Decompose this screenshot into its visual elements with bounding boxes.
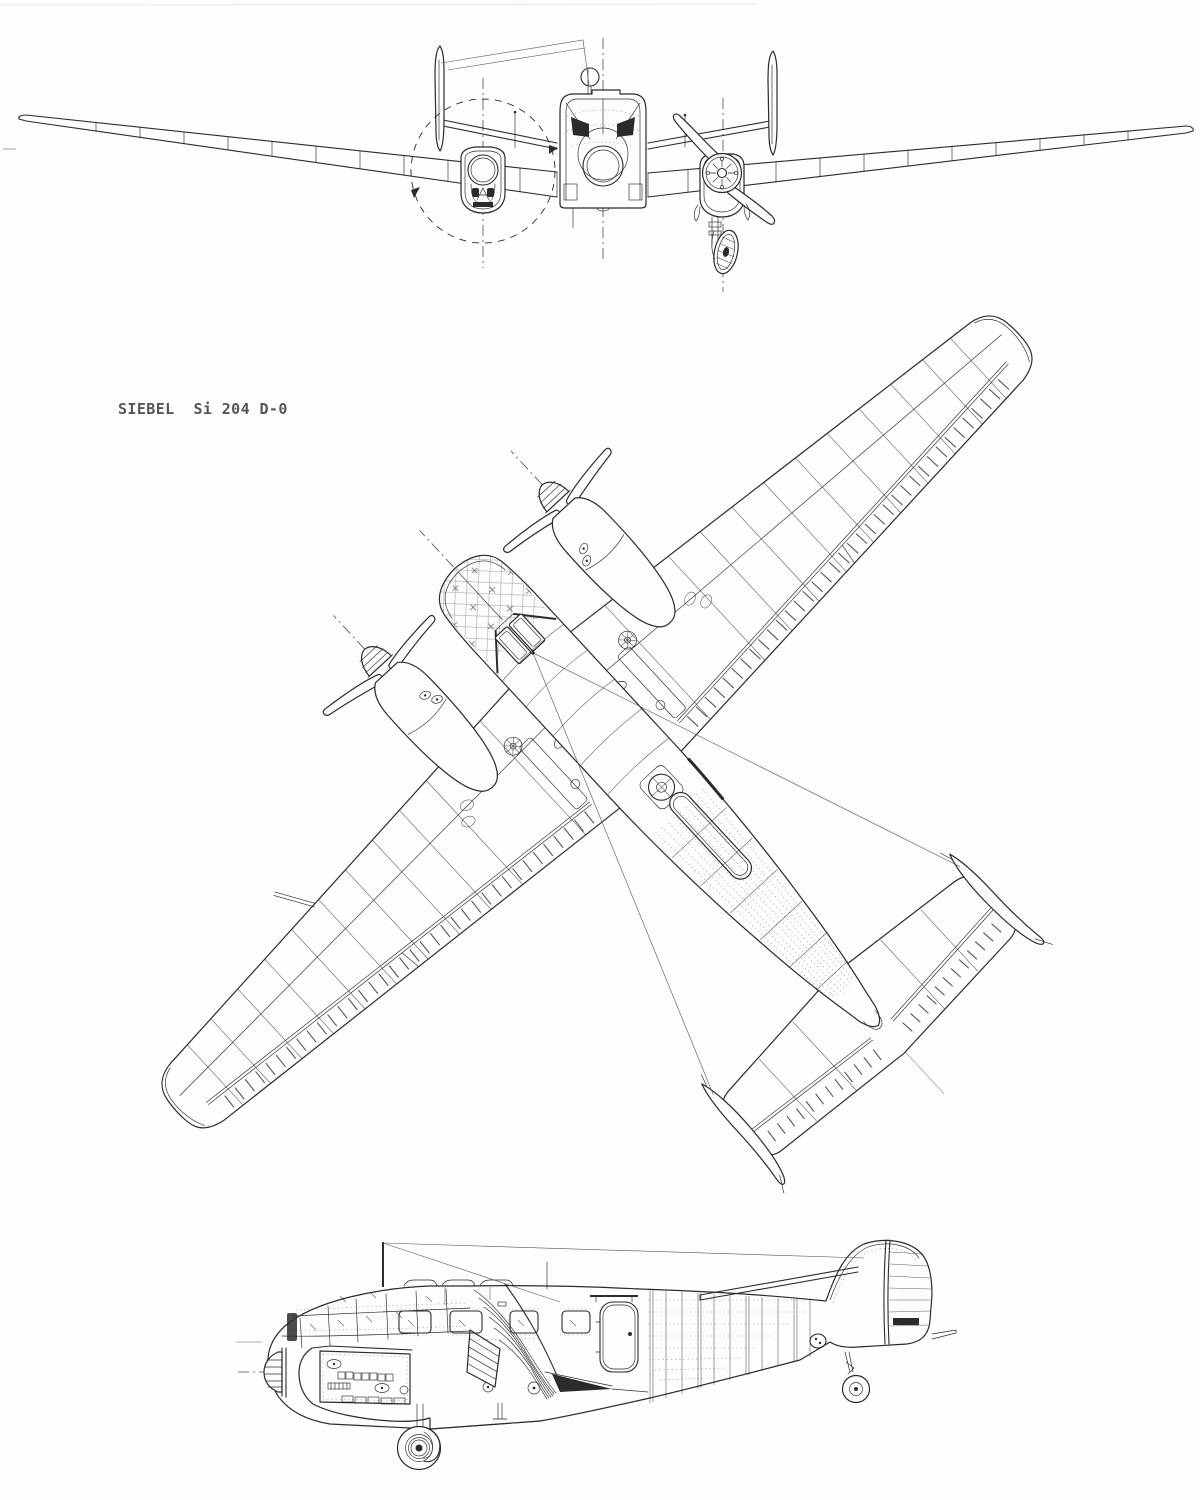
tailplane: [442, 119, 771, 150]
nacelle-side: [298, 1345, 541, 1430]
wing-ribs-left: [95, 122, 521, 193]
cabin-windows: [397, 1308, 592, 1336]
top-plan-view: [161, 315, 1053, 1194]
left-nacelle-front: [410, 98, 558, 244]
tailwheel: [841, 1351, 871, 1404]
boarding-step: [492, 1402, 508, 1420]
wing-ribs-right: [687, 130, 1129, 193]
right-nacelle-plan: [503, 447, 676, 628]
trim-tab: [893, 1318, 919, 1325]
wing-ribs: [187, 338, 1007, 1106]
fuselage-front: [559, 89, 647, 229]
rudder-ribs: [888, 1251, 932, 1327]
wings-plan: [161, 315, 1033, 1129]
main-wheel: [396, 1403, 442, 1471]
left-nacelle-plan: [322, 615, 499, 792]
left-nose-window: [571, 117, 589, 137]
rear-fuselage-rivets: [655, 788, 856, 1000]
dropped-wheel: [713, 229, 739, 275]
left-fin-edge: [701, 1083, 786, 1185]
left-fin: [434, 45, 445, 152]
right-fin-edge: [949, 853, 1045, 945]
scan-edge: [0, 3, 757, 6]
rear-fuselage-panels: [444, 1287, 827, 1403]
wing-root-side: [466, 1283, 649, 1400]
spinner-plan: [538, 481, 570, 513]
cowl-panel: [319, 1350, 411, 1405]
right-nose-window: [617, 117, 635, 137]
fuselage-plan: [438, 554, 883, 1030]
right-fin: [767, 50, 778, 156]
spinner-front: [701, 152, 743, 194]
df-loop-antenna: [440, 39, 600, 95]
pitot-tube: [273, 891, 316, 908]
propeller-disc: [410, 98, 556, 244]
roof-hatches: [403, 1279, 514, 1287]
front-view: [3, 38, 1194, 292]
fin-side: [699, 1239, 957, 1345]
nose-glazing: [281, 1288, 471, 1349]
entry-door: [595, 1301, 639, 1373]
right-nacelle-front: [672, 113, 776, 275]
antenna-wires-plan: [532, 652, 961, 1096]
side-view: [236, 1239, 957, 1471]
cowl-louvres: [327, 1371, 406, 1405]
drawing-title: SIEBEL Si 204 D-0: [118, 400, 288, 418]
spinner-star: [706, 157, 738, 189]
tailplane-edge: [699, 1266, 859, 1301]
antennas-side: [382, 1242, 865, 1303]
spinner-side: [263, 1347, 287, 1398]
